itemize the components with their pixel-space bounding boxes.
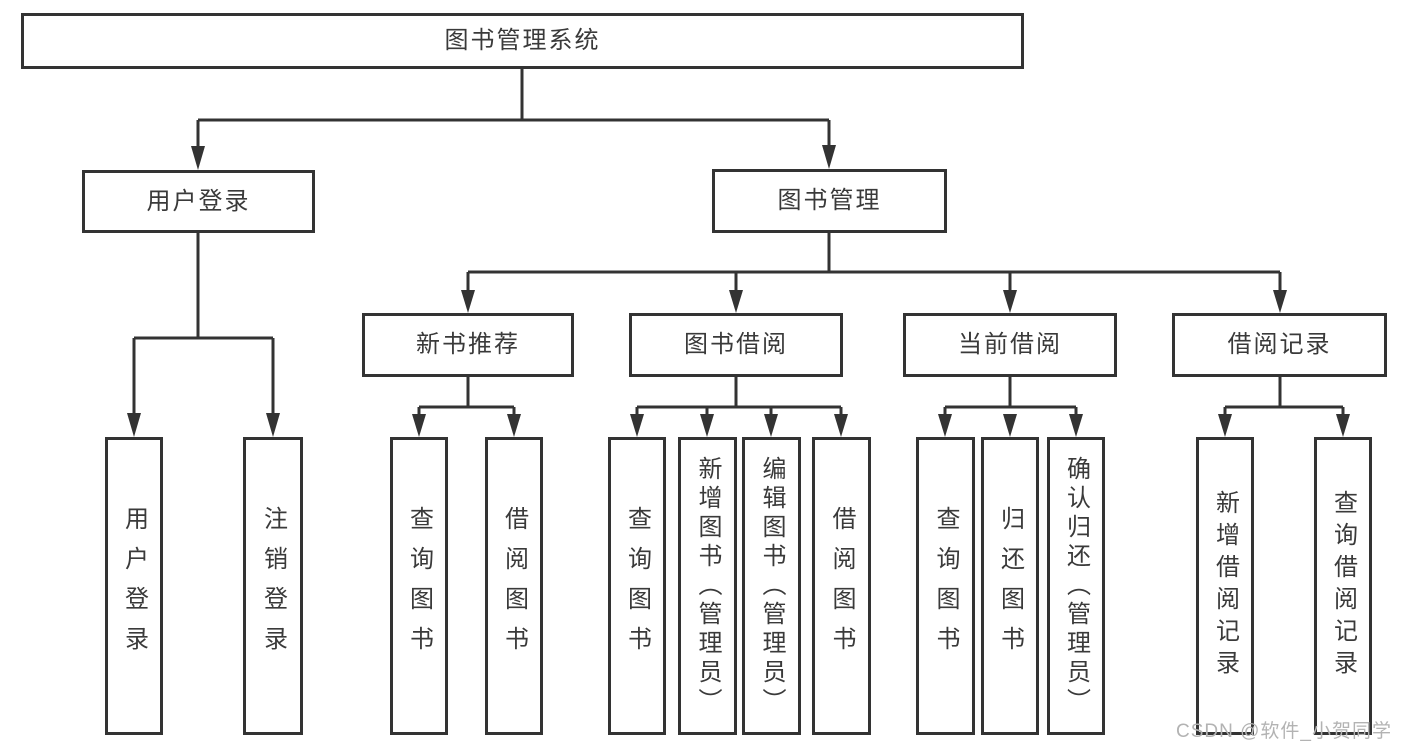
node-book-borrowing: 图书借阅 — [629, 313, 843, 377]
leaf-logout: 注销登录 — [243, 437, 303, 735]
csdn-watermark: CSDN @软件_小贺同学 — [1176, 721, 1392, 742]
leaf-query-borrow-record: 查询借阅记录 — [1314, 437, 1372, 735]
leaf-user-login: 用户登录 — [105, 437, 163, 735]
node-user-login: 用户登录 — [82, 170, 315, 233]
connector-strokes — [132, 69, 1345, 417]
leaf-borrow-books: 借阅图书 — [812, 437, 871, 735]
node-borrowing-records: 借阅记录 — [1172, 313, 1387, 377]
node-book-management: 图书管理 — [712, 169, 947, 233]
leaf-add-book-admin: 新增图书（管理员） — [678, 437, 737, 735]
leaf-query-books-current: 查询图书 — [916, 437, 975, 735]
leaf-add-borrow-record: 新增借阅记录 — [1196, 437, 1254, 735]
node-new-book-recommendation: 新书推荐 — [362, 313, 574, 377]
arrowheads — [127, 145, 1350, 437]
leaf-query-books-borrow: 查询图书 — [608, 437, 666, 735]
leaf-edit-book-admin: 编辑图书（管理员） — [742, 437, 801, 735]
node-current-borrowing: 当前借阅 — [903, 313, 1117, 377]
leaf-return-book: 归还图书 — [981, 437, 1039, 735]
node-root-library-management-system: 图书管理系统 — [21, 13, 1024, 69]
leaf-borrow-books-recommend: 借阅图书 — [485, 437, 543, 735]
leaf-query-books-recommend: 查询图书 — [390, 437, 448, 735]
leaf-confirm-return-admin: 确认归还（管理员） — [1047, 437, 1105, 735]
